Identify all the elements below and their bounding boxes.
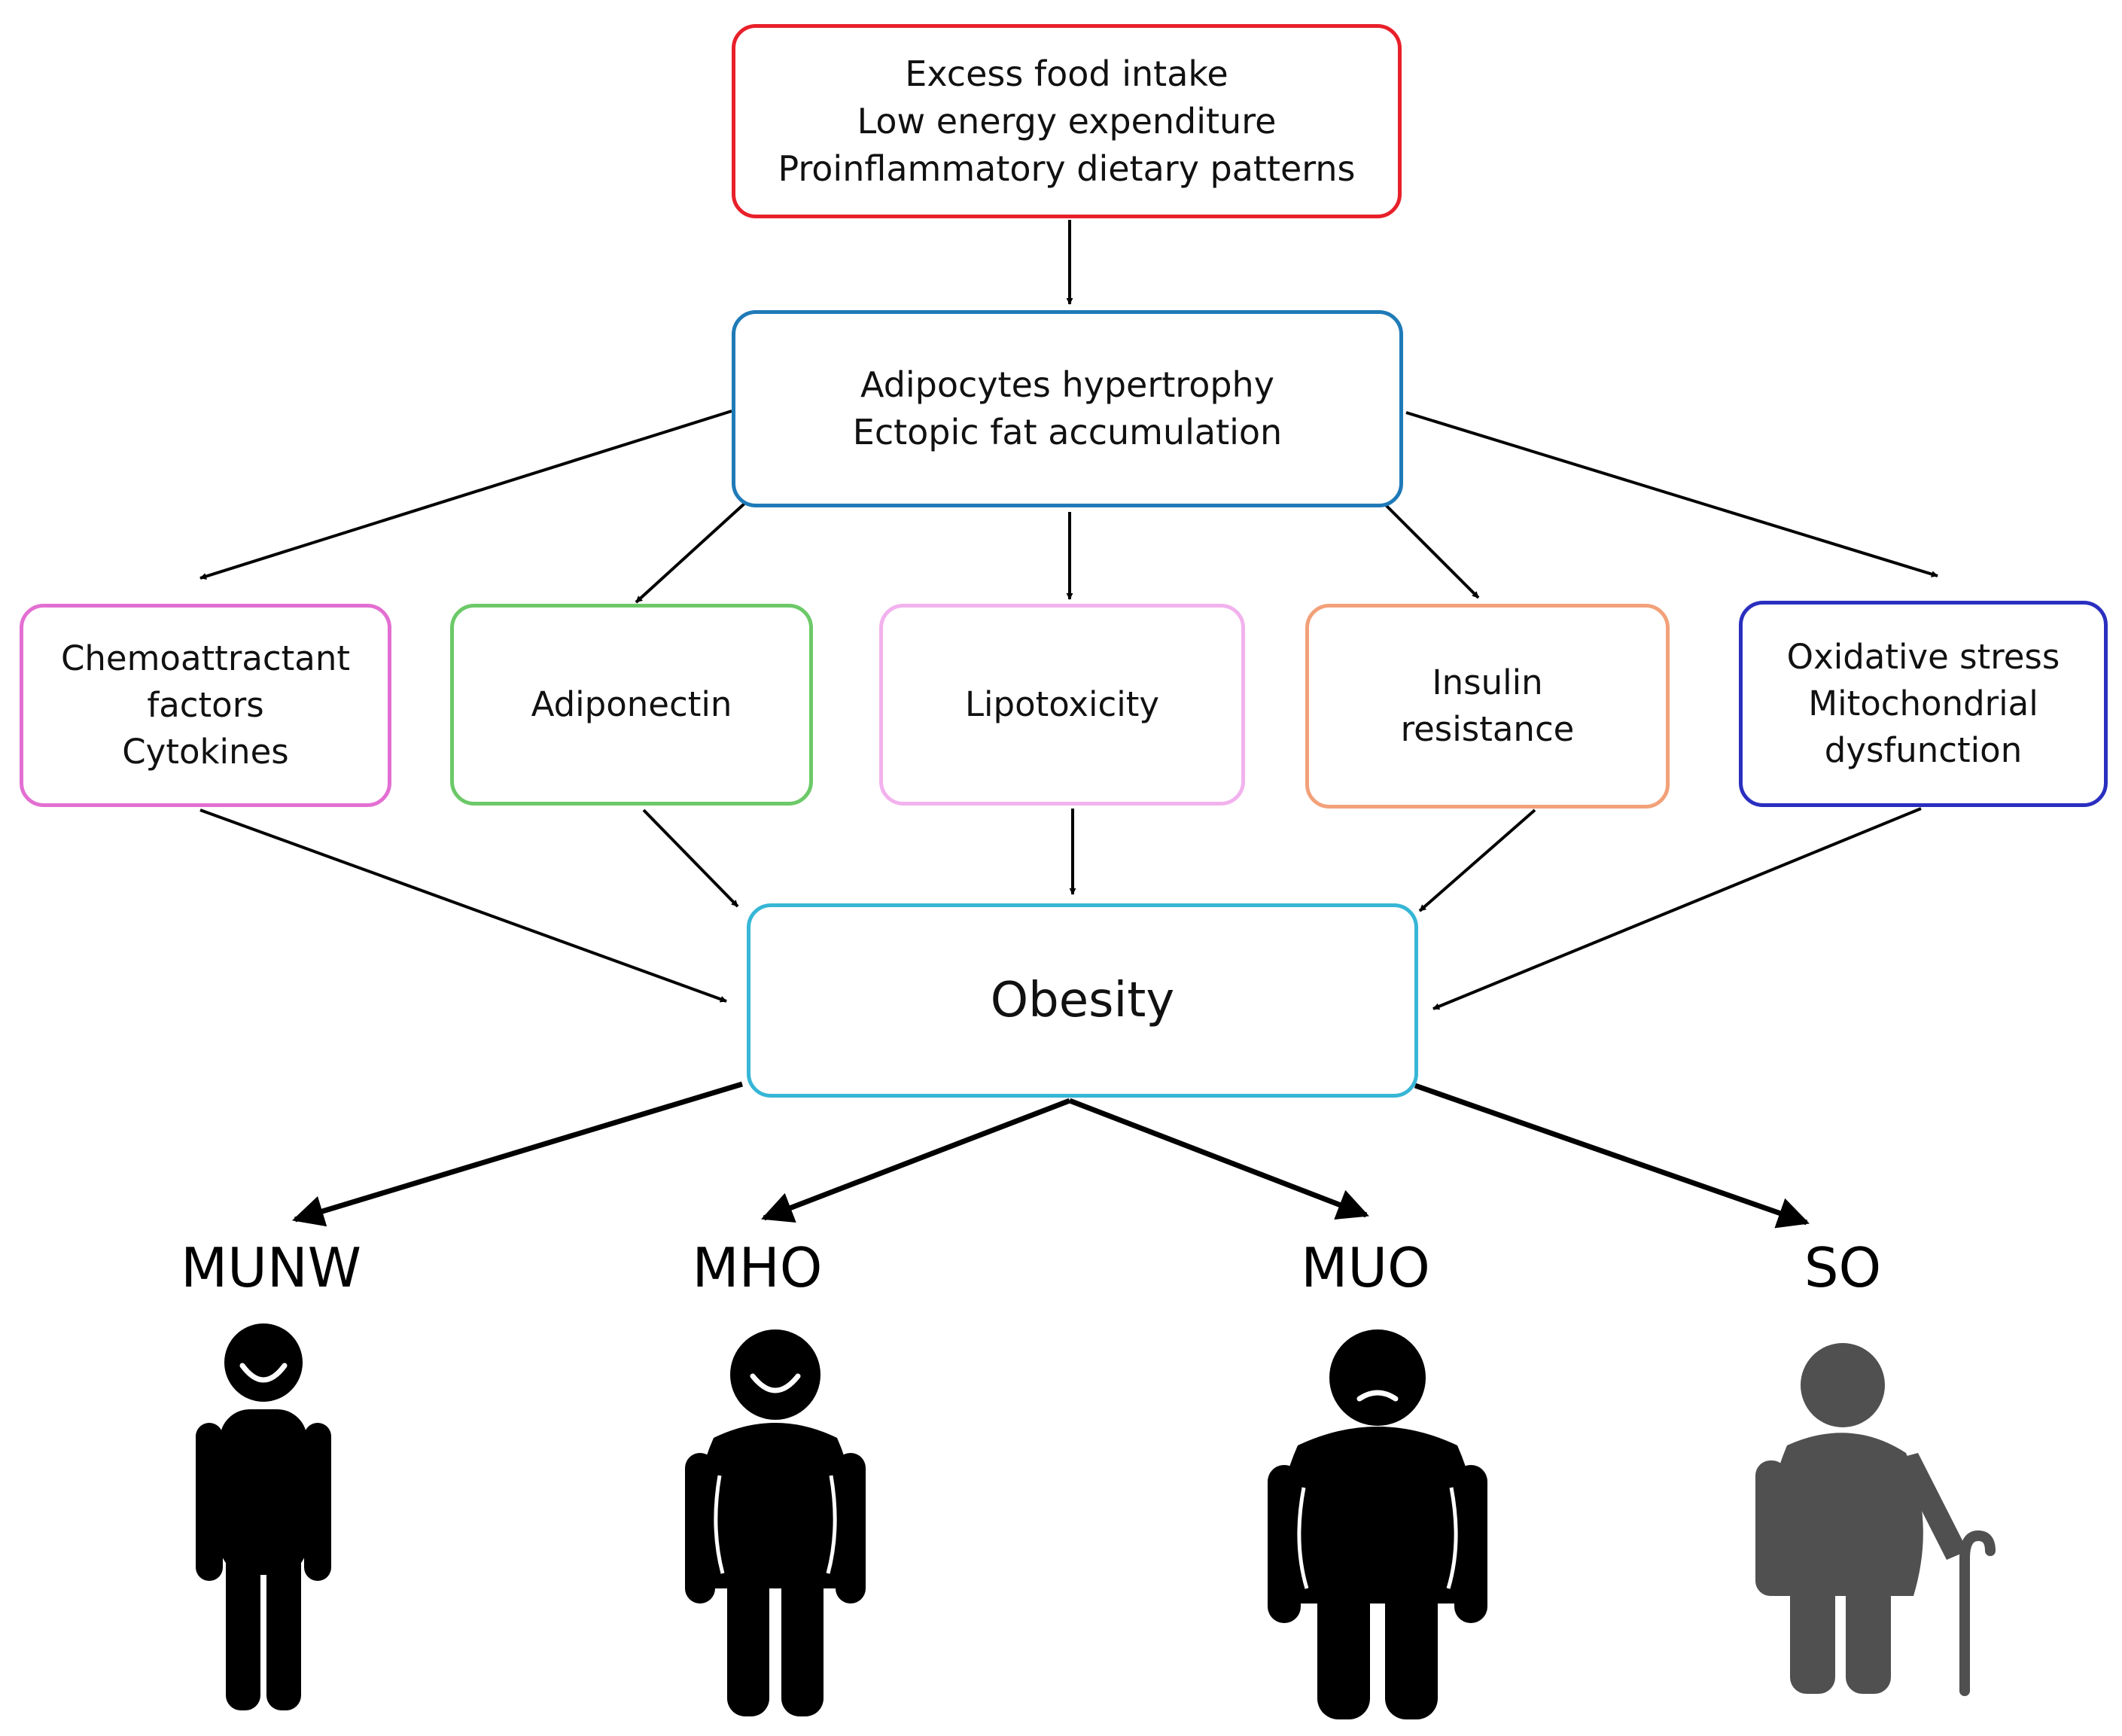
insulin-line-1: Insulin (1432, 662, 1543, 702)
oxidative-line-2: Mitochondrial (1808, 684, 2038, 723)
arrow-obesity-to-munw (291, 1081, 744, 1227)
adiponectin-line-1: Adiponectin (531, 684, 732, 724)
smiling-obese-person-icon (685, 1329, 866, 1716)
mechanism-box-insulin-resistance: Insulin resistance (1305, 604, 1670, 809)
frowning-obese-person-icon (1268, 1329, 1487, 1719)
obesity-box: Obesity (747, 903, 1418, 1098)
arrow-obesity-to-so (1414, 1083, 1810, 1229)
obesity-label: Obesity (990, 973, 1175, 1028)
causes-line-2: Low energy expenditure (857, 100, 1277, 142)
arrow-adipose-to-adiponectin (635, 501, 747, 604)
phenotype-label-so: SO (1804, 1236, 1882, 1299)
arrow-insulin-to-obesity (1418, 809, 1536, 912)
phenotype-label-munw: MUNW (181, 1236, 361, 1299)
arrow-adipose-to-insulin (1384, 503, 1480, 599)
mechanism-box-chemoattractant: Chemoattractant factors Cytokines (20, 604, 391, 807)
phenotype-label-mho: MHO (692, 1236, 823, 1299)
chemoattractant-line-2: factors (147, 685, 264, 725)
oxidative-line-1: Oxidative stress (1786, 637, 2060, 677)
insulin-line-2: resistance (1400, 709, 1575, 749)
causes-box: Excess food intake Low energy expenditur… (732, 24, 1402, 218)
elderly-obese-person-with-cane-icon (1755, 1343, 1996, 1696)
causes-line-3: Proinflammatory dietary patterns (778, 148, 1356, 189)
arrow-adiponectin-to-obesity (642, 809, 739, 908)
smiling-lean-person-icon (196, 1323, 331, 1710)
chemoattractant-line-3: Cytokines (122, 732, 289, 772)
arrow-adipose-to-chemoattractant (199, 410, 732, 580)
causes-line-1: Excess food intake (905, 53, 1228, 94)
mechanism-box-lipotoxicity: Lipotoxicity (879, 604, 1245, 806)
adipose-box: Adipocytes hypertrophy Ectopic fat accum… (732, 310, 1403, 507)
chemoattractant-line-1: Chemoattractant (60, 638, 351, 678)
adipose-line-1: Adipocytes hypertrophy (860, 364, 1274, 405)
mechanism-box-oxidative-stress: Oxidative stress Mitochondrial dysfuncti… (1739, 601, 2108, 807)
arrow-obesity-to-mho (761, 1098, 1071, 1223)
arrow-chemoattractant-to-obesity (199, 809, 727, 1003)
lipotoxicity-line-1: Lipotoxicity (964, 684, 1160, 724)
arrow-obesity-to-muo (1068, 1098, 1369, 1220)
adipose-line-2: Ectopic fat accumulation (852, 412, 1283, 452)
phenotype-label-muo: MUO (1301, 1236, 1430, 1299)
oxidative-line-3: dysfunction (1824, 730, 2023, 770)
arrow-adipose-to-oxidative (1405, 411, 1938, 577)
mechanism-box-adiponectin: Adiponectin (450, 604, 813, 806)
arrow-oxidative-to-obesity (1432, 807, 1922, 1010)
